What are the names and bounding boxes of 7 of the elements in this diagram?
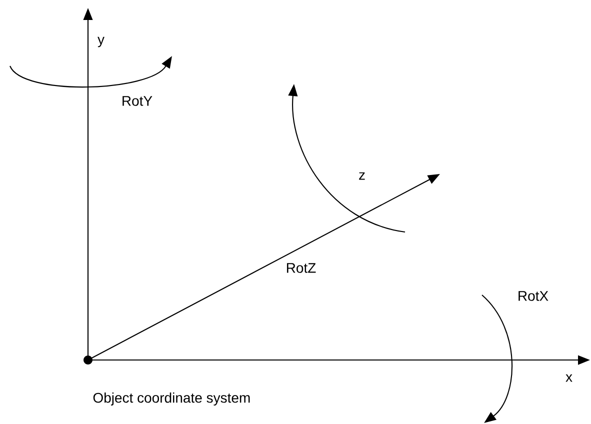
axis-label: x — [566, 374, 572, 382]
rotation-label: RotY — [122, 96, 152, 106]
rotation-label: RotZ — [286, 263, 316, 273]
rotation-label: RotX — [518, 291, 548, 301]
axis-label: y — [98, 36, 104, 48]
caption: Object coordinate system — [93, 392, 250, 406]
axis-label: z — [359, 172, 365, 180]
